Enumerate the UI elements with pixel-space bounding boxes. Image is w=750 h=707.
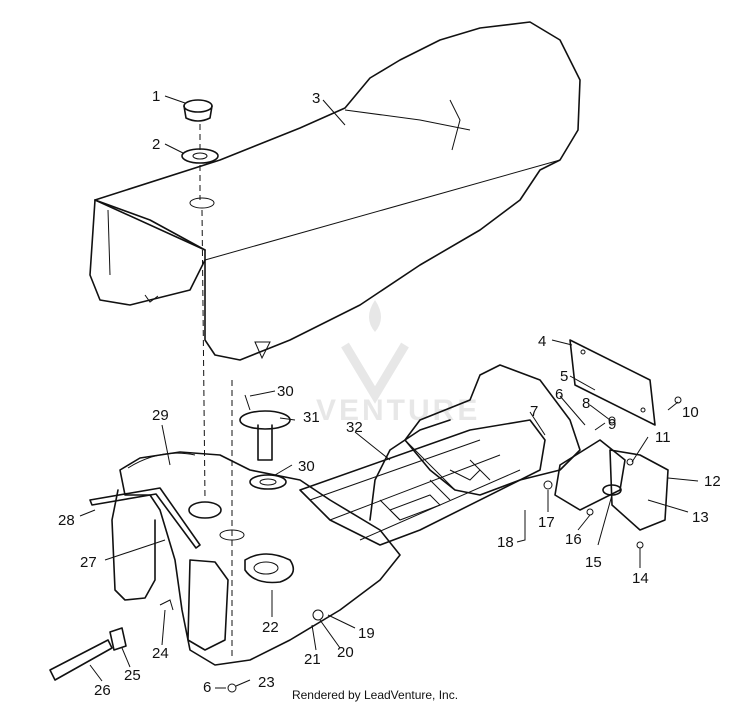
callout-18: 18: [497, 534, 514, 551]
callout-25: 25: [124, 667, 141, 684]
cap-gasket: [181, 148, 219, 164]
callout-22: 22: [262, 619, 279, 636]
taillight-bracket: [554, 439, 669, 531]
callout-30-top: 30: [277, 383, 294, 400]
callout-1: 1: [152, 88, 160, 105]
callout-10: 10: [682, 404, 699, 421]
callout-16: 16: [565, 531, 582, 548]
callout-2: 2: [152, 136, 160, 153]
fuel-tank: [111, 451, 401, 666]
callout-13: 13: [692, 509, 709, 526]
callout-28: 28: [58, 512, 75, 529]
callout-8: 8: [582, 395, 590, 412]
fasteners: [227, 396, 682, 693]
callout-6: 6: [555, 386, 563, 403]
callout-9: 9: [608, 416, 616, 433]
callout-7: 7: [530, 403, 538, 420]
callout-3: 3: [312, 90, 320, 107]
callout-29: 29: [152, 407, 169, 424]
watermark-text: VENTURE: [316, 394, 480, 427]
callout-31: 31: [303, 409, 320, 426]
callout-23: 23: [258, 674, 275, 691]
callout-11: 11: [655, 429, 671, 446]
rear-seat: [404, 364, 581, 496]
callout-14: 14: [632, 570, 649, 587]
credit-text: Rendered by LeadVenture, Inc.: [291, 688, 459, 702]
callout-27: 27: [80, 554, 97, 571]
seat: [89, 21, 581, 361]
callout-6-bottom: 6: [203, 679, 211, 696]
callout-30-lower: 30: [298, 458, 315, 475]
fuel-cap: [183, 99, 213, 122]
fuel-pump: [239, 394, 291, 490]
fuel-hose: [49, 599, 174, 681]
callout-32: 32: [346, 419, 363, 436]
rod: [89, 487, 201, 549]
callout-26: 26: [94, 682, 111, 699]
leader-lines: [79, 95, 699, 689]
mounting-plate: [569, 339, 656, 426]
callout-24: 24: [152, 645, 169, 662]
callout-15: 15: [585, 554, 602, 571]
callout-20: 20: [337, 644, 354, 661]
callout-21: 21: [304, 651, 321, 668]
callout-12: 12: [704, 473, 721, 490]
callout-17: 17: [538, 514, 555, 531]
watermark: VENTURE: [316, 300, 480, 427]
callout-19: 19: [358, 625, 375, 642]
callouts: 1 2 3 4 5 6 7 8 9 10 11 12 13 14 15 16 1…: [58, 88, 721, 699]
callout-4: 4: [538, 333, 546, 350]
cable: [369, 419, 451, 521]
frame: [299, 419, 546, 546]
callout-5: 5: [560, 368, 568, 385]
